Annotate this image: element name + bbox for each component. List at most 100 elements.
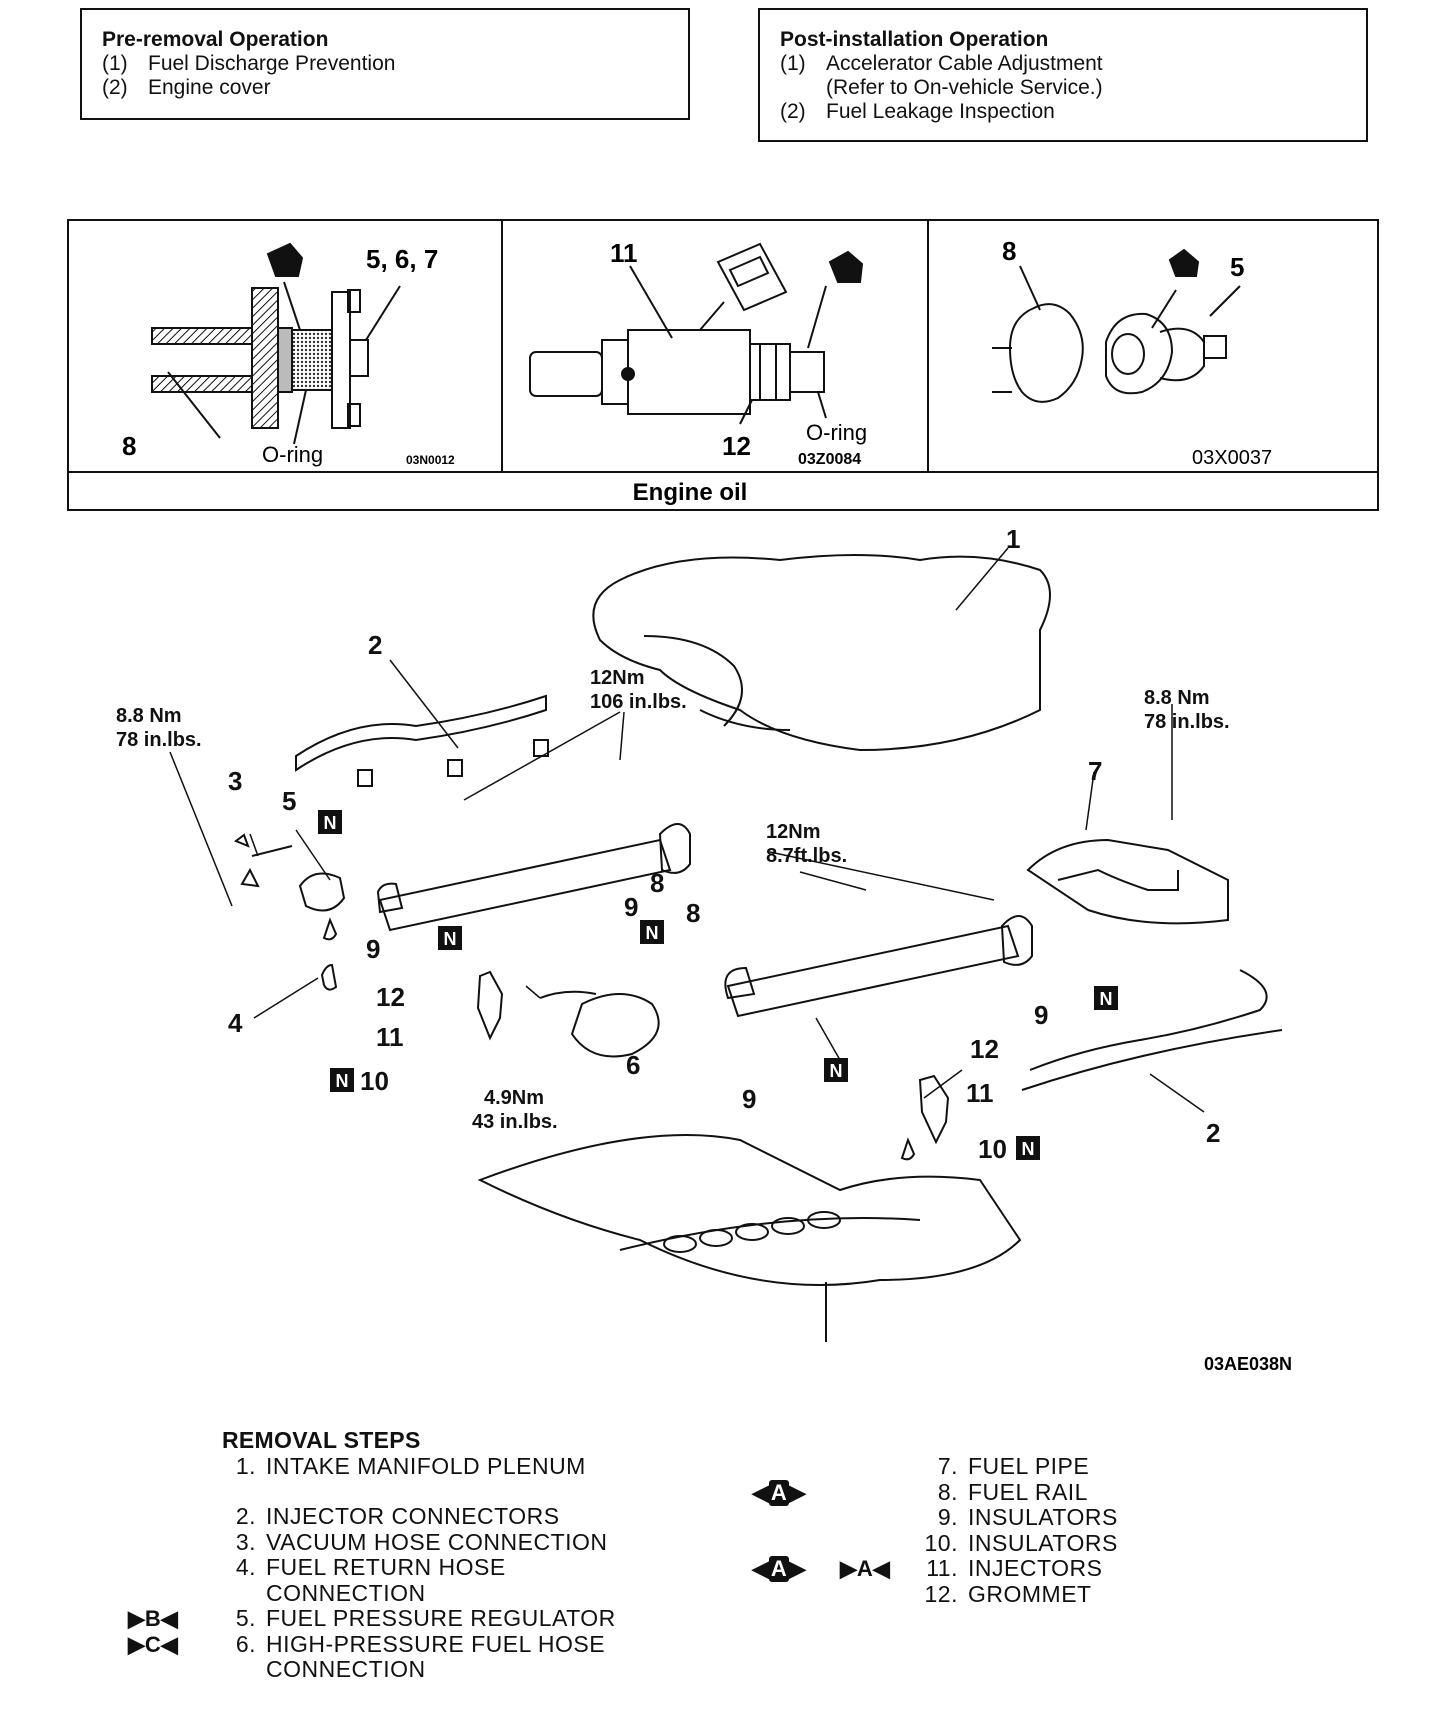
callout-2-left: 2 (368, 630, 382, 660)
detail-middle-injector (529, 242, 864, 425)
callout-6: 6 (626, 1050, 640, 1080)
callout-numbers: 1 2 3 4 5 6 7 8 8 8 9 9 9 9 10 10 11 11 … (228, 524, 1220, 1164)
detail-left-fuel-rail-joint (151, 242, 401, 445)
post-installation-title: Post-installation Operation (780, 28, 1049, 51)
post-installation-item-1: (1)Accelerator Cable Adjustment (780, 52, 1103, 75)
removal-steps-left: REMOVAL STEPS 1.INTAKE MANIFOLD PLENUM 2… (222, 1427, 616, 1683)
callout-5: 5 (282, 786, 296, 816)
torque-88nm-right-nm: 8.8 Nm (1144, 687, 1210, 709)
callout-9-b: 9 (624, 892, 638, 922)
removal-step-8: 8.FUEL RAIL (937, 1478, 1088, 1505)
svg-text:N: N (646, 923, 659, 943)
callout-8-b: 8 (686, 898, 700, 928)
n-badge-5: N (824, 1058, 848, 1082)
detail-right-code: 03X0037 (1192, 447, 1272, 469)
removal-step-12: 12.GROMMET (924, 1580, 1092, 1607)
removal-step-3: 3.VACUUM HOSE CONNECTION (235, 1528, 608, 1555)
callout-1: 1 (1006, 524, 1020, 554)
torque-49nm-nm: 4.9Nm (484, 1087, 544, 1109)
marker-install-b: ▶B◀ (128, 1606, 178, 1631)
removal-steps-heading: REMOVAL STEPS (222, 1427, 421, 1453)
marker-install-a-step11: ▶A◀ (840, 1556, 890, 1581)
removal-steps-right: 7.FUEL PIPE 8.FUEL RAIL 9.INSULATORS 10.… (912, 1453, 1118, 1607)
detail-left-label-567: 5, 6, 7 (366, 244, 438, 274)
detail-middle-code: 03Z0084 (798, 451, 861, 468)
intake-plenum (592, 554, 1051, 752)
callout-12-left: 12 (376, 982, 405, 1012)
detail-right-label-5: 5 (1230, 252, 1244, 282)
marker-install-c: ▶C◀ (128, 1632, 178, 1657)
callout-12-right: 12 (970, 1034, 999, 1064)
n-badge-4: N (1094, 986, 1118, 1010)
detail-middle-label-11: 11 (610, 238, 638, 268)
main-diagram-right-assembly (724, 838, 1283, 1161)
removal-step-1: 1.INTAKE MANIFOLD PLENUM (235, 1452, 586, 1479)
svg-text:N: N (830, 1061, 843, 1081)
callout-9-c: 9 (1034, 1000, 1048, 1030)
svg-text:N: N (324, 813, 337, 833)
svg-text:N: N (1022, 1139, 1035, 1159)
n-badge-1: N (318, 810, 342, 834)
removal-step-9: 9.INSULATORS (937, 1504, 1118, 1530)
n-badges: N N N N N N N (318, 810, 1118, 1160)
removal-step-4-cont: CONNECTION (266, 1579, 426, 1606)
pre-removal-title: Pre-removal Operation (102, 28, 329, 51)
removal-step-5: 5.FUEL PRESSURE REGULATOR (235, 1605, 616, 1631)
svg-text:N: N (1100, 989, 1113, 1009)
torque-88nm-left-nm: 8.8 Nm (116, 705, 182, 727)
removal-step-2: 2.INJECTOR CONNECTORS (235, 1503, 560, 1529)
main-diagram-left-assembly (234, 694, 691, 1058)
detail-panels-footer: Engine oil (633, 479, 748, 506)
torque-12nm-87-nm: 12Nm (766, 821, 820, 843)
detail-panels (67, 219, 1379, 511)
callout-2-right: 2 (1206, 1118, 1220, 1148)
leader-lines (169, 547, 1205, 1113)
callout-11-left: 11 (376, 1022, 404, 1052)
svg-text:N: N (444, 929, 457, 949)
callout-10-left: 10 (360, 1066, 389, 1096)
callout-9-a: 9 (366, 934, 380, 964)
torque-12nm-106-nm: 12Nm (590, 667, 644, 689)
marker-removal-a-step8: ◀A▶ (752, 1480, 806, 1506)
marker-removal-a-step11: ◀A▶ (752, 1556, 806, 1582)
removal-step-10: 10.INSULATORS (924, 1529, 1118, 1556)
pre-removal-item-1: (1)Fuel Discharge Prevention (102, 52, 396, 75)
detail-left-label-8: 8 (122, 431, 136, 461)
detail-right-regulator (992, 248, 1241, 403)
main-diagram-code: 03AE038N (1204, 1354, 1292, 1374)
torque-88nm-right-alt: 78 in.lbs. (1144, 711, 1230, 733)
pre-removal-box: Pre-removal Operation (1)Fuel Discharge … (80, 8, 690, 120)
cylinder-head (477, 1134, 1022, 1342)
removal-step-7: 7.FUEL PIPE (937, 1453, 1090, 1479)
n-badge-2: N (438, 926, 462, 950)
removal-step-11: 11.INJECTORS (926, 1555, 1103, 1581)
svg-text:N: N (336, 1071, 349, 1091)
detail-left-code: 03N0012 (406, 453, 455, 467)
torque-88nm-left-alt: 78 in.lbs. (116, 729, 202, 751)
callout-9-d: 9 (742, 1084, 756, 1114)
callout-3: 3 (228, 766, 242, 796)
callout-7: 7 (1088, 756, 1102, 786)
torque-12nm-106-alt: 106 in.lbs. (590, 691, 687, 713)
detail-left-label-oring: O-ring (262, 442, 323, 467)
callout-4: 4 (228, 1008, 243, 1038)
n-badge-6: N (330, 1068, 354, 1092)
torque-labels: 12Nm 106 in.lbs. 8.8 Nm 78 in.lbs. 8.8 N… (116, 667, 1230, 1133)
post-installation-item-2: (2)Fuel Leakage Inspection (780, 100, 1055, 123)
torque-49nm-alt: 43 in.lbs. (472, 1111, 558, 1133)
post-installation-item-1-cont: (Refer to On-vehicle Service.) (826, 76, 1103, 99)
post-installation-box: Post-installation Operation (1)Accelerat… (758, 8, 1368, 142)
removal-step-6-cont: CONNECTION (266, 1656, 426, 1682)
torque-12nm-87-alt: 8.7ft.lbs. (766, 845, 847, 867)
n-badge-3: N (640, 920, 664, 944)
callout-10-right: 10 (978, 1134, 1007, 1164)
removal-step-4: 4.FUEL RETURN HOSE (235, 1554, 506, 1580)
callout-11-right: 11 (966, 1078, 994, 1108)
removal-step-6: 6.HIGH-PRESSURE FUEL HOSE (235, 1630, 606, 1657)
n-badge-7: N (1016, 1136, 1040, 1160)
callout-8-a: 8 (650, 868, 664, 898)
detail-middle-label-12: 12 (722, 431, 751, 461)
pre-removal-item-2: (2)Engine cover (102, 76, 271, 99)
detail-middle-label-oring: O-ring (806, 420, 867, 445)
detail-right-label-8: 8 (1002, 236, 1016, 266)
